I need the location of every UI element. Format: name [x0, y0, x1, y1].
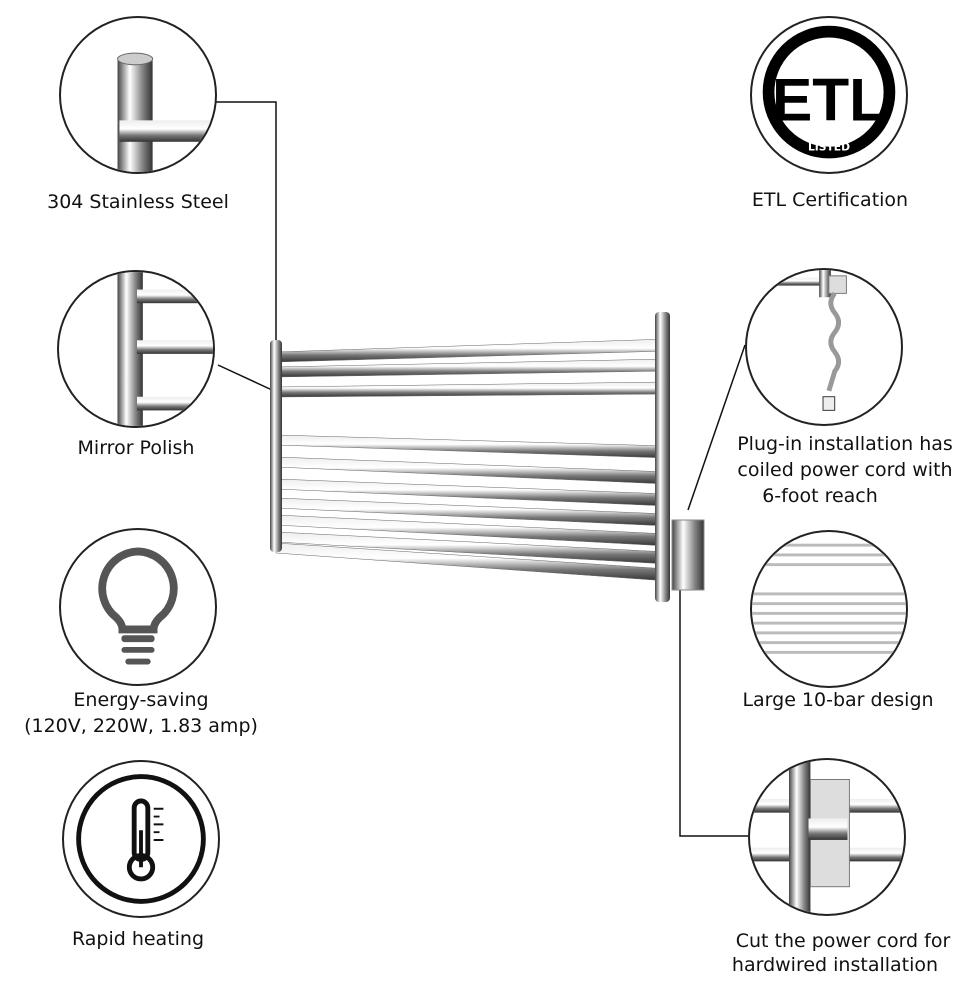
polished-bars-icon — [117, 272, 213, 426]
feature-label: 304 Stainless Steel — [47, 191, 229, 213]
steel-circle — [59, 16, 217, 174]
right-post — [655, 312, 670, 602]
feature-label: 6-foot reach — [762, 485, 878, 507]
svg-text:ETL: ETL — [772, 65, 886, 133]
polish-circle — [57, 270, 215, 428]
feature-label: hardwired installation — [731, 954, 939, 976]
feature-label: coiled power cord with — [737, 459, 953, 481]
feature-label: ETL Certification — [751, 189, 909, 211]
energy-circle — [59, 528, 217, 686]
rack-bar — [275, 456, 669, 485]
steel-tube-icon — [117, 52, 215, 172]
rack-bars — [275, 338, 669, 582]
feature-label: Energy-saving — [73, 689, 209, 711]
feature-label: Rapid heating — [71, 928, 205, 950]
feature-label: Cut the power cord for — [735, 930, 951, 952]
etl-circle: ETL LISTED — [750, 16, 908, 174]
rack-bar — [275, 381, 669, 398]
feature-label: Mirror Polish — [77, 437, 195, 459]
rack-bar — [275, 338, 669, 363]
heating-circle — [62, 760, 220, 918]
wall-mount-icon — [750, 760, 904, 914]
feature-label: Large 10-bar design — [742, 689, 934, 711]
light-bulb-icon — [98, 547, 178, 665]
rack-bar — [275, 358, 669, 378]
callout-lines — [215, 101, 748, 837]
svg-text:LISTED: LISTED — [808, 141, 850, 154]
thermometer-icon — [76, 774, 206, 904]
feature-label-detail: (120V, 220W, 1.83 amp) — [24, 715, 258, 737]
left-post — [270, 340, 282, 552]
etl-logo-icon: ETL LISTED — [762, 25, 896, 159]
hardwire-circle — [748, 758, 906, 916]
rack-bar — [275, 434, 669, 459]
bars-circle — [750, 530, 908, 688]
wall-bracket — [671, 519, 705, 591]
feature-label: Plug-in installation has — [737, 433, 953, 455]
bars-icon — [752, 543, 906, 654]
coiled-cord-icon — [747, 270, 847, 411]
cord-circle — [745, 268, 903, 426]
